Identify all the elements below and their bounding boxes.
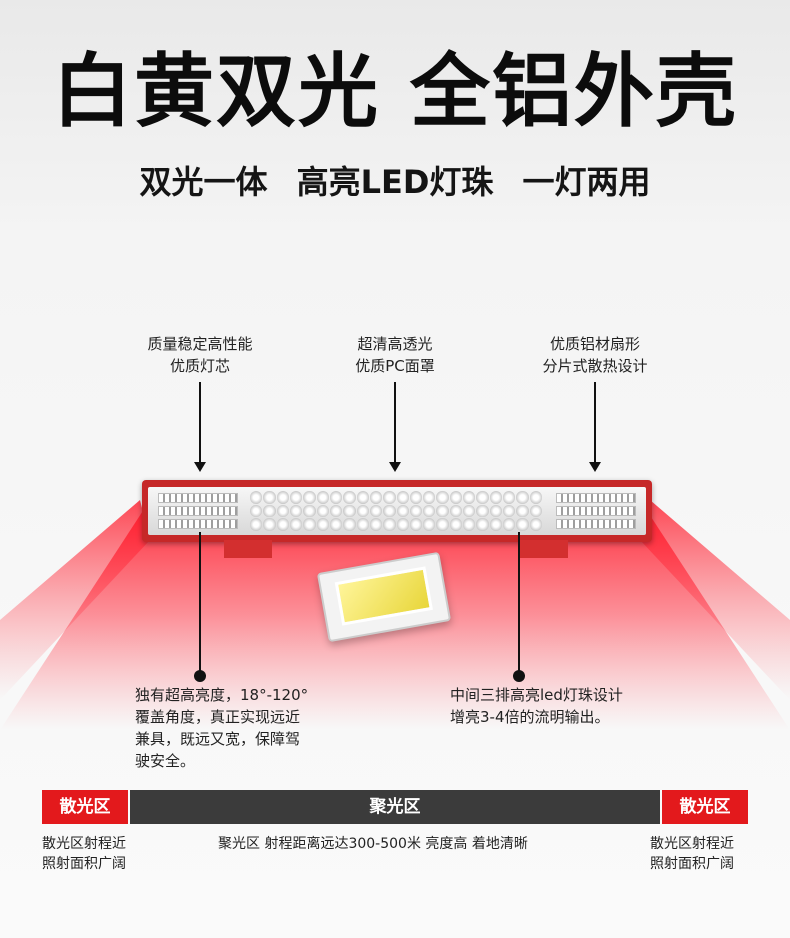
led-cell [516,504,529,518]
led-cell [529,518,542,531]
led-cell [489,504,503,518]
led-cell [409,504,423,518]
center-spotlight-leds [248,489,544,533]
led-cell [503,518,516,531]
light-bar-product [142,480,652,542]
led-cell [516,491,529,504]
pointer-dot [194,670,206,682]
led-cell [463,518,476,531]
led-cell [436,491,449,504]
left-mount-bracket [224,540,272,558]
led-cell [303,518,316,531]
zone-flood-left: 散光区 [42,790,128,824]
led-cell [383,504,396,518]
led-cell [409,491,423,504]
footnote-center: 聚光区 射程距离远达300-500米 亮度高 着地清晰 [218,836,528,852]
led-cell [423,504,436,518]
led-cell [436,504,449,518]
pointer-arrow [589,462,601,472]
pointer-line [518,532,520,672]
led-cell [396,504,409,518]
led-cell [369,504,383,518]
footnote-left: 散光区射程近 照射面积广阔 [42,836,126,872]
led-cell [463,504,476,518]
led-cell [276,504,289,518]
pointer-line [594,382,596,462]
led-cell [289,504,303,518]
led-cell [263,491,276,504]
led-cell [343,504,356,518]
led-cell [489,518,503,531]
led-cell [516,518,529,531]
led-cell [329,518,343,531]
right-mount-bracket [520,540,568,558]
led-cell [529,504,542,518]
led-cell [369,518,383,531]
led-cell [409,518,423,531]
led-cell [396,518,409,531]
led-cell [449,518,463,531]
led-cell [436,518,449,531]
led-cell [503,504,516,518]
led-cell [263,518,276,531]
callout-led-core: 质量稳定高性能 优质灯芯 [147,335,253,375]
led-cell [250,491,263,504]
led-cell [303,491,316,504]
led-cell [383,491,396,504]
footnote-right: 散光区射程近 照射面积广阔 [650,836,734,872]
led-cell [303,504,316,518]
led-cell [329,504,343,518]
right-floodlight-leds [556,493,636,529]
pointer-line [394,382,396,462]
led-cell [383,518,396,531]
led-cell [449,491,463,504]
led-cell [476,504,489,518]
pointer-line [199,532,201,672]
callout-heat-sink: 优质铝材扇形 分片式散热设计 [542,335,648,375]
page-title: 白黄双光 全铝外壳 [52,45,738,138]
led-cell [476,491,489,504]
led-cell [250,518,263,531]
led-cell [463,491,476,504]
led-cell [316,504,329,518]
led-cell [329,491,343,504]
led-chip-closeup [316,551,452,643]
led-cell [289,518,303,531]
led-cell [343,518,356,531]
led-cell [476,518,489,531]
pointer-arrow [194,462,206,472]
led-cell [356,491,369,504]
led-cell [316,518,329,531]
led-cell [449,504,463,518]
led-cell [423,518,436,531]
led-cell [489,491,503,504]
left-floodlight-leds [158,493,238,529]
led-cell [263,504,276,518]
led-cell [356,504,369,518]
led-cell [396,491,409,504]
led-cell [369,491,383,504]
callout-pc-cover: 超清高透光 优质PC面罩 [355,335,435,375]
callout-wide-angle: 独有超高亮度，18°-120° 覆盖角度，真正实现远近 兼具，既远又宽，保障驾 … [135,686,309,770]
zone-spot-center: 聚光区 [130,790,660,824]
led-cell [423,491,436,504]
callout-led-rows: 中间三排高亮led灯珠设计 增亮3-4倍的流明输出。 [450,686,623,726]
led-cell [529,491,542,504]
led-cell [250,504,263,518]
led-cell [503,491,516,504]
zone-flood-right: 散光区 [662,790,748,824]
led-cell [289,491,303,504]
pointer-line [199,382,201,462]
led-chip-phosphor [334,566,433,626]
pointer-dot [513,670,525,682]
led-cell [356,518,369,531]
led-cell [343,491,356,504]
pointer-arrow [389,462,401,472]
led-cell [316,491,329,504]
page-subtitle: 双光一体 高亮LED灯珠 一灯两用 [139,163,651,201]
light-bar-lens [148,487,646,535]
led-cell [276,491,289,504]
led-cell [276,518,289,531]
